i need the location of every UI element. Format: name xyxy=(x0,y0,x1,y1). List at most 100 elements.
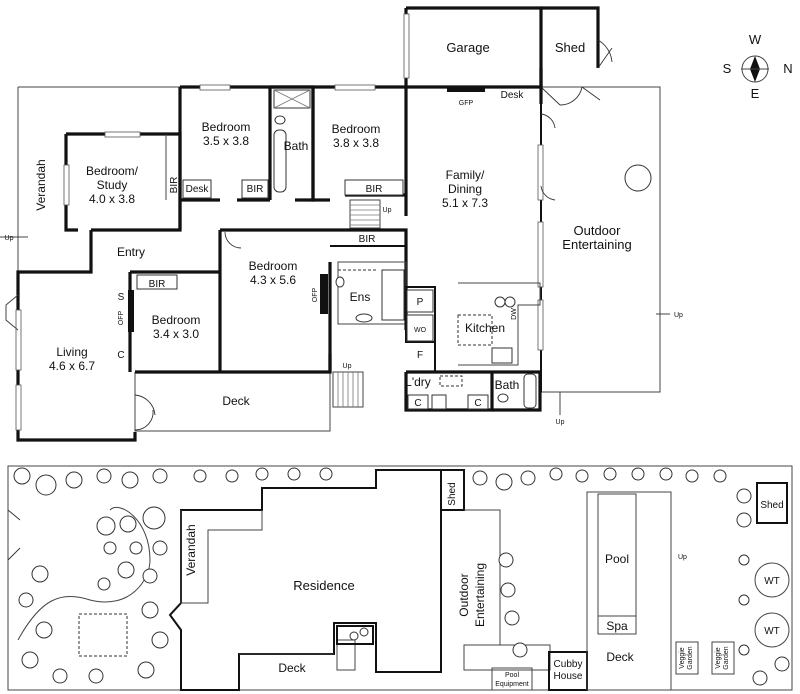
label-study-size: 4.0 x 3.8 xyxy=(89,192,135,206)
site-boundary xyxy=(7,465,793,691)
site-veggie-1 xyxy=(675,641,699,675)
site-label-shed: Shed xyxy=(447,482,458,505)
site-label-pool-eq-1: Pool xyxy=(505,672,519,679)
bedroom2-bir xyxy=(344,179,404,196)
bath-shower-x2 xyxy=(273,89,311,109)
living-wall xyxy=(16,230,137,442)
residence-footprint xyxy=(168,469,442,691)
label-study-2: Study xyxy=(97,178,128,192)
site-label-wt2: WT xyxy=(764,626,780,637)
ens-basin xyxy=(355,313,373,323)
label-c-living: C xyxy=(117,350,124,361)
site-label-deck-pool: Deck xyxy=(606,650,634,664)
site-label-deck: Deck xyxy=(278,661,306,675)
bedroom2-window xyxy=(334,84,376,91)
label-bed1-size: 3.5 x 3.8 xyxy=(203,134,249,148)
site-label-residence: Residence xyxy=(293,578,354,593)
bedroom1-wall xyxy=(178,87,272,230)
label-ldry: L'dry xyxy=(405,375,431,389)
site-wt-1 xyxy=(754,562,790,598)
label-outdoor-2: Entertaining xyxy=(562,237,631,252)
bedroom1-desk xyxy=(182,179,212,199)
label-bir-bed4: BIR xyxy=(149,279,166,290)
living-ofp xyxy=(128,290,134,332)
label-deck-top: Deck xyxy=(222,394,250,408)
label-entry: Entry xyxy=(117,245,145,259)
ens-shower xyxy=(381,269,405,321)
living-doors xyxy=(134,394,156,431)
family-window-1 xyxy=(537,144,544,201)
site-label-outdoor-2: Entertaining xyxy=(473,563,487,627)
site-label-up: Up xyxy=(678,554,687,561)
site-pool xyxy=(597,493,637,635)
label-family-1: Family/ xyxy=(446,168,485,182)
bath-bottom-wall xyxy=(492,370,542,412)
outdoor-tree xyxy=(624,164,652,192)
label-master-size: 4.3 x 5.6 xyxy=(250,273,296,287)
bath-bathtub xyxy=(273,129,287,193)
label-outdoor-1: Outdoor xyxy=(574,223,622,238)
bedroom1-window xyxy=(199,84,231,91)
family-window-2 xyxy=(537,221,544,288)
label-ofp-master: OFP xyxy=(312,287,319,302)
pantry xyxy=(406,289,434,313)
site-deck-stairs xyxy=(336,639,356,671)
label-garage: Garage xyxy=(446,40,489,55)
gfp-heater xyxy=(447,86,485,92)
garage-window xyxy=(403,13,410,79)
laundry-wall xyxy=(404,370,494,412)
master-door xyxy=(224,231,242,249)
site-label-verandah: Verandah xyxy=(184,524,198,575)
label-bir-bed2: BIR xyxy=(366,184,383,195)
deck-outline xyxy=(134,372,331,432)
bath-toilet xyxy=(274,115,286,125)
site-pool-deck xyxy=(586,491,672,691)
site-hedge-garden xyxy=(78,613,128,657)
internal-stairs xyxy=(349,199,381,229)
site-label-pool-eq-2: Equipment xyxy=(495,681,529,688)
site-pool-equipment xyxy=(491,667,533,691)
label-living-name: Living xyxy=(56,345,87,359)
site-gate xyxy=(7,509,21,561)
label-desk-bed1: Desk xyxy=(186,184,210,195)
label-kitchen: Kitchen xyxy=(465,321,505,335)
bed4-bir xyxy=(136,274,178,290)
site-label-shed-right: Shed xyxy=(760,500,783,511)
site-label-wt1: WT xyxy=(764,576,780,587)
label-bed4-name: Bedroom xyxy=(152,313,201,327)
site-label-veggie2-1: Veggie xyxy=(715,647,722,669)
kitchen-island xyxy=(457,314,493,346)
bedroom1-bir xyxy=(241,179,269,199)
living-window-w xyxy=(15,309,22,371)
label-gfp: GFP xyxy=(459,100,474,107)
kitchen-sink-2 xyxy=(504,296,516,308)
label-c1: C xyxy=(414,398,421,409)
site-trees xyxy=(13,467,790,686)
label-ens: Ens xyxy=(350,290,371,304)
living-window-w2 xyxy=(15,384,22,431)
shed-wall xyxy=(539,6,600,87)
site-label-veggie1-1: Veggie xyxy=(679,647,686,669)
laundry-dryer xyxy=(439,375,463,387)
label-bed1-name: Bedroom xyxy=(202,120,251,134)
site-shed xyxy=(440,469,465,511)
deck-stairs xyxy=(332,371,364,408)
label-bed2-size: 3.8 x 3.8 xyxy=(333,136,379,150)
bath-bottom-toilet xyxy=(497,393,509,403)
site-label-outdoor-1: Outdoor xyxy=(457,573,471,616)
label-ofp-living: OFP xyxy=(118,310,125,325)
site-wt-2 xyxy=(754,612,790,648)
label-up-bottom: Up xyxy=(556,419,565,426)
label-bed4-size: 3.4 x 3.0 xyxy=(153,327,199,341)
label-fridge: F xyxy=(417,350,423,361)
label-bir-study: BIR xyxy=(169,177,180,194)
label-bath-bottom: Bath xyxy=(495,378,520,392)
label-verandah: Verandah xyxy=(34,159,48,210)
compass-n: N xyxy=(783,61,792,76)
compass-s: S xyxy=(723,61,732,76)
site-label-pool: Pool xyxy=(605,552,629,566)
site-label-cubby-2: House xyxy=(554,671,583,682)
site-plan: Verandah Residence Deck Shed Outdoor Ent… xyxy=(7,465,793,691)
family-doors xyxy=(540,113,556,201)
